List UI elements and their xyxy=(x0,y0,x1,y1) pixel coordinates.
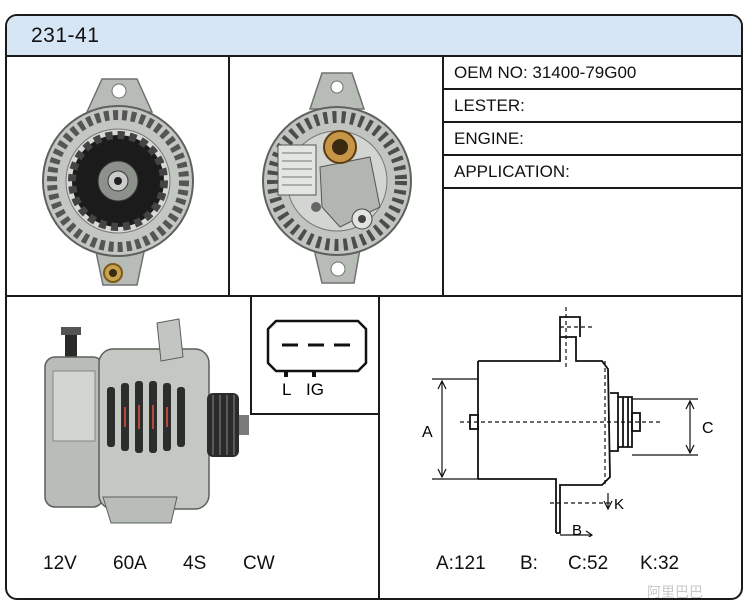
dim-value-a: A:121 xyxy=(436,553,486,574)
title-bar: 231-41 xyxy=(7,16,741,57)
dim-label-a: A xyxy=(422,424,433,441)
dimension-cell: A C B K xyxy=(380,297,741,540)
dim-label-k: K xyxy=(614,496,624,513)
alternator-side-image xyxy=(44,318,249,524)
side-vents xyxy=(107,381,185,453)
spec-amperage: 60A xyxy=(113,553,147,574)
spec-pulley: 4S xyxy=(183,553,207,574)
spec-voltage: 12V xyxy=(43,553,77,574)
watermark: 阿里巴巴 xyxy=(647,584,703,600)
front-view-cell xyxy=(7,57,228,295)
dim-label-b: B xyxy=(572,522,582,537)
pin-label-l: L xyxy=(282,380,291,399)
pin-label-ig: IG xyxy=(306,380,324,399)
dim-value-b: B: xyxy=(520,553,538,574)
side-view-cell xyxy=(7,297,251,537)
dim-value-c: C:52 xyxy=(568,553,609,574)
divider-photo-1 xyxy=(228,57,230,297)
dim-value-k: K:32 xyxy=(640,553,680,574)
divider-photo-2 xyxy=(442,57,444,297)
vent-fins xyxy=(47,110,189,252)
application-field: APPLICATION: xyxy=(444,156,741,189)
part-number: 231-41 xyxy=(31,24,100,47)
rear-view-cell xyxy=(230,57,442,295)
connector-cell: L IG xyxy=(250,297,378,415)
spec-rotation: CW xyxy=(243,553,275,574)
divider-bottom xyxy=(378,295,380,598)
product-sheet: 231-41 xyxy=(5,14,743,600)
divider-middle xyxy=(7,295,741,297)
engine-field: ENGINE: xyxy=(444,123,741,156)
alternator-front-image xyxy=(42,78,194,286)
dim-label-c: C xyxy=(702,420,714,437)
lester-number: LESTER: xyxy=(444,90,741,123)
alternator-rear-image xyxy=(262,72,412,284)
oem-number: OEM NO: 31400-79G00 xyxy=(444,57,741,90)
connector-diagram: L IG xyxy=(266,319,368,399)
dimension-diagram: A C B K xyxy=(422,307,714,540)
